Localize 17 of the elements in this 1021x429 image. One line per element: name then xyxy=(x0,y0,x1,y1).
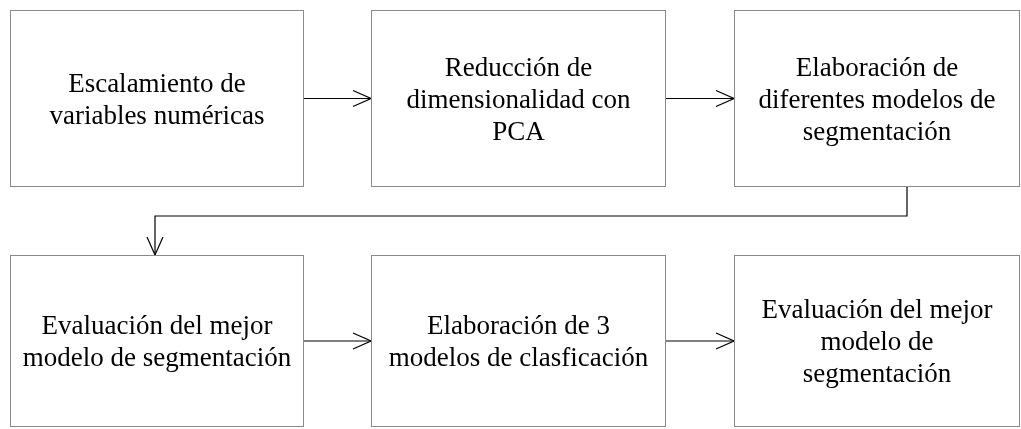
process-box xyxy=(371,10,666,187)
process-box xyxy=(10,10,304,187)
process-box xyxy=(371,255,666,427)
arrow xyxy=(303,332,372,350)
process-box xyxy=(734,255,1020,427)
arrow xyxy=(303,89,372,108)
step-text: Evaluación del mejor modelo de segmentación xyxy=(21,309,293,373)
process-box xyxy=(10,255,304,427)
arrow xyxy=(665,332,735,350)
arrow xyxy=(146,186,908,256)
process-box xyxy=(734,10,1020,187)
arrow xyxy=(665,89,735,108)
step-text: Escalamiento de variables numéricas xyxy=(48,66,266,131)
step-text: Reducción de dimensionalidad con PCA xyxy=(405,50,632,147)
step-text: Elaboración de diferentes modelos de segmentación xyxy=(757,50,997,147)
step-text: Elaboración de 3 modelos de clasficación xyxy=(387,309,650,373)
step-text: Evaluación del mejor modelo de segmentación xyxy=(760,293,994,389)
